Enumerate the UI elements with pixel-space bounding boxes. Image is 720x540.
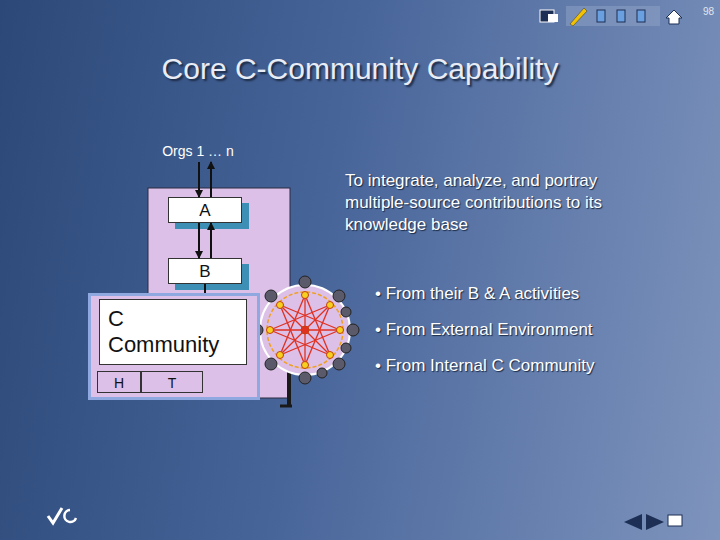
tab-box: T xyxy=(141,371,203,393)
org-label: Orgs 1 … n xyxy=(150,142,246,162)
footer-icons xyxy=(48,508,682,530)
bullet-item: • From External Environment xyxy=(375,320,593,340)
process-box: A xyxy=(168,197,242,223)
community-frame: C CommunityHT xyxy=(88,293,260,400)
node-label: T xyxy=(142,375,202,391)
process-box: B xyxy=(168,258,242,284)
node-label: A xyxy=(169,201,241,221)
flow-arrow xyxy=(210,162,212,197)
nav-icons xyxy=(540,6,682,26)
slide-title: Core C-Community Capability xyxy=(0,52,720,86)
flow-arrow xyxy=(198,223,200,258)
bullet-item: • From their B & A activities xyxy=(375,284,579,304)
network-symbol xyxy=(251,276,359,384)
description-text: To integrate, analyze, and portray multi… xyxy=(345,170,655,236)
node-label: C Community xyxy=(99,299,247,365)
node-label: H xyxy=(98,375,140,391)
flow-arrow xyxy=(204,284,206,293)
tab-box: H xyxy=(97,371,141,393)
bullet-item: • From Internal C Community xyxy=(375,356,594,376)
page-number: 98 xyxy=(703,6,714,17)
node-label: B xyxy=(169,262,241,282)
node-label: Orgs 1 … n xyxy=(150,143,246,159)
flow-arrow xyxy=(198,162,200,197)
leader-line xyxy=(280,405,292,408)
flow-arrow xyxy=(210,223,212,258)
